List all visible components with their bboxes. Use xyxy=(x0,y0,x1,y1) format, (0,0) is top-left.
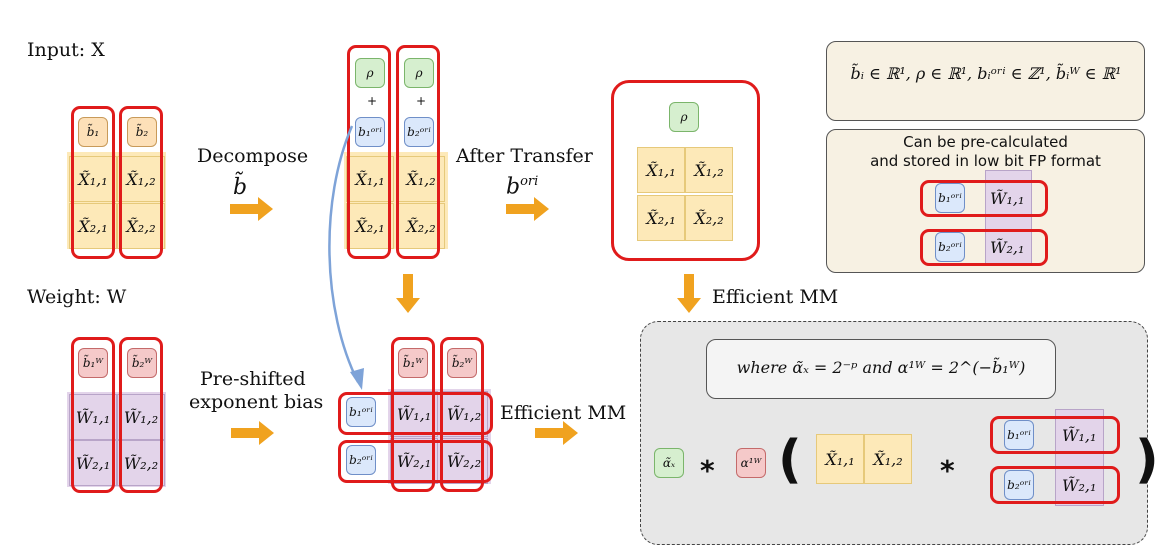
transferred-cell-2-2: X̃₂,₂ xyxy=(685,195,733,241)
mm-w-1-1: W̃₁,₁ xyxy=(1062,426,1097,445)
efficient-mm-label-bottom: Efficient MM xyxy=(500,402,627,424)
arrow-down-icon xyxy=(396,274,420,313)
left-paren: ( xyxy=(778,430,802,490)
info-note-line-2: and stored in low bit FP format xyxy=(870,152,1101,170)
info-formula: b̃ᵢ ∈ ℝ¹, ρ ∈ ℝ¹, bᵢᵒʳⁱ ∈ ℤ¹, b̃ᵢᵂ ∈ ℝ¹ xyxy=(850,64,1122,83)
ori-bias-chip-2: b₂ᵒʳⁱ xyxy=(404,117,434,147)
shifted-ori-chip-1: b₁ᵒʳⁱ xyxy=(346,397,376,427)
weight-column-highlight-1 xyxy=(71,337,115,493)
info-weight-column-bg xyxy=(985,170,1032,266)
shifted-column-highlight-2 xyxy=(440,337,484,492)
mm-w-2-1: W̃₂,₁ xyxy=(1062,476,1097,495)
rho-chip-2: ρ xyxy=(404,58,434,88)
transferred-cell-1-1: X̃₁,₁ xyxy=(637,147,685,193)
shifted-bias-2: b̃₂ᵂ xyxy=(447,348,477,378)
mm-ori-chip-1: b₁ᵒʳⁱ xyxy=(1004,420,1034,450)
arrow-right-icon xyxy=(535,421,578,445)
pre-shifted-label-line-2: exponent bias xyxy=(189,391,324,413)
shifted-row-highlight-1 xyxy=(338,392,493,435)
arrow-right-icon xyxy=(230,197,273,221)
input-cell-2-1: X̃₂,₁ xyxy=(69,203,117,249)
times-sign-1: * xyxy=(700,454,715,487)
rho-chip-1: ρ xyxy=(355,58,385,88)
shifted-column-highlight-1 xyxy=(391,337,435,492)
weight-bias-1: b̃₁ᵂ xyxy=(78,348,108,378)
mm-weight-column-bg xyxy=(1055,409,1104,506)
weight-column-highlight-2 xyxy=(119,337,163,493)
input-column-highlight-2 xyxy=(119,106,163,259)
input-cell-1-2: X̃₁,₂ xyxy=(117,156,165,202)
shifted-cell-2-2: W̃₂,₂ xyxy=(440,438,488,484)
decompose-symbol: b̃ xyxy=(233,175,248,200)
input-bias-1: b̃₁ xyxy=(78,117,108,147)
mm-x-1-1: X̃₁,₁ xyxy=(816,434,864,484)
ori-bias-chip-1: b₁ᵒʳⁱ xyxy=(355,117,385,147)
info-ori-chip-1: b₁ᵒʳⁱ xyxy=(935,183,965,213)
mm-row-highlight-2 xyxy=(990,466,1120,504)
shifted-bias-1: b̃₁ᵂ xyxy=(398,348,428,378)
alpha-w-chip: α¹ᵂ xyxy=(736,448,766,478)
info-row-highlight-1 xyxy=(920,180,1048,217)
mm-row-highlight-1 xyxy=(990,416,1120,454)
info-note-line-1: Can be pre-calculated xyxy=(903,133,1068,151)
shifted-ori-chip-2: b₂ᵒʳⁱ xyxy=(346,445,376,475)
weight-cell-2-2: W̃₂,₂ xyxy=(117,440,165,486)
input-label: Input: X xyxy=(27,39,105,61)
weight-cell-1-1: W̃₁,₁ xyxy=(69,394,117,440)
weight-cell-1-2: W̃₁,₂ xyxy=(117,394,165,440)
plus-sign-2: + xyxy=(416,94,427,108)
input-column-highlight-1 xyxy=(71,106,115,259)
decomposed-column-highlight-1 xyxy=(347,45,391,259)
arrow-right-icon xyxy=(231,421,274,445)
where-box xyxy=(706,339,1056,399)
shifted-row-highlight-2 xyxy=(338,440,493,483)
alpha-x-chip: α̃ₓ xyxy=(654,448,684,478)
where-text: where α̃ₓ = 2⁻ᵖ and α¹ᵂ = 2^(−b̃₁ᵂ) xyxy=(736,358,1026,377)
after-transfer-symbol: bori xyxy=(506,174,539,200)
mm-ori-chip-2: b₂ᵒʳⁱ xyxy=(1004,470,1034,500)
weight-cell-2-1: W̃₂,₁ xyxy=(69,440,117,486)
after-transfer-label: After Transfer xyxy=(456,145,593,167)
mm-x-1-2: X̃₁,₂ xyxy=(864,434,912,484)
weight-bias-2: b̃₂ᵂ xyxy=(127,348,157,378)
decompose-label: Decompose xyxy=(197,145,309,167)
decomposed-cell-1-1: X̃₁,₁ xyxy=(346,156,394,202)
info-w-2-1: W̃₂,₁ xyxy=(990,238,1025,257)
weight-label: Weight: W xyxy=(27,286,127,308)
transferred-matrix-highlight xyxy=(611,80,760,261)
transferred-cell-1-2: X̃₁,₂ xyxy=(685,147,733,193)
shifted-cell-1-1: W̃₁,₁ xyxy=(390,391,438,437)
arrow-down-icon xyxy=(677,274,701,313)
info-box-formula xyxy=(826,41,1145,121)
input-bias-2: b̃₂ xyxy=(127,117,157,147)
info-ori-chip-2: b₂ᵒʳⁱ xyxy=(935,232,965,262)
decomposed-column-highlight-2 xyxy=(396,45,440,259)
efficient-mm-label-top: Efficient MM xyxy=(712,286,839,308)
input-cell-2-2: X̃₂,₂ xyxy=(117,203,165,249)
plus-sign-1: + xyxy=(367,94,378,108)
input-cell-1-1: X̃₁,₁ xyxy=(69,156,117,202)
rho-chip-shared: ρ xyxy=(669,102,699,132)
pre-shifted-label-line-1: Pre-shifted xyxy=(200,368,306,390)
decomposed-cell-2-1: X̃₂,₁ xyxy=(346,203,394,249)
transferred-cell-2-1: X̃₂,₁ xyxy=(637,195,685,241)
arrow-right-icon xyxy=(506,197,549,221)
curved-arrow-icon xyxy=(328,125,364,390)
info-w-1-1: W̃₁,₁ xyxy=(990,189,1025,208)
info-row-highlight-2 xyxy=(920,229,1048,266)
right-paren: ) xyxy=(1135,430,1159,490)
times-sign-2: * xyxy=(940,454,955,487)
shifted-cell-2-1: W̃₂,₁ xyxy=(390,438,438,484)
